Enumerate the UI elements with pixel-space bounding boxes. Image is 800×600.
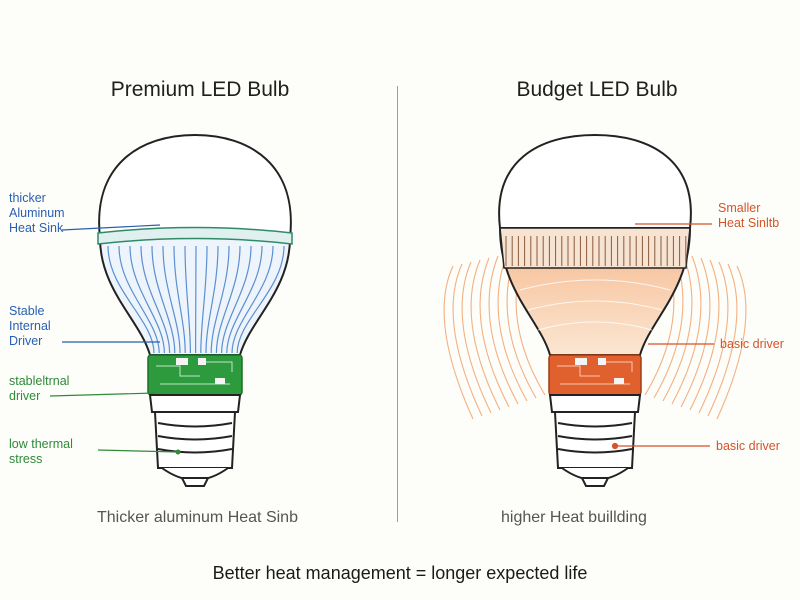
label-budget-driver: basic driver	[720, 337, 784, 351]
budget-bulb-collar	[548, 394, 642, 413]
budget-caption: higher Heat buillding	[501, 509, 647, 526]
budget-driver-board	[548, 354, 642, 396]
budget-screw-base	[553, 411, 637, 487]
premium-heat-sink-fins	[107, 245, 285, 354]
conclusion-text: Better heat management = longer expected…	[212, 563, 588, 583]
premium-caption: Thicker aluminum Heat Sinb	[97, 509, 298, 526]
label-budget-driver-secondary: basic driver	[716, 439, 780, 453]
budget-bulb	[443, 133, 747, 487]
budget-bulb-globe	[498, 133, 692, 229]
label-premium-heat-sink: thicker Aluminum Heat Sink	[9, 191, 65, 235]
premium-bulb	[49, 133, 293, 487]
budget-bulb-title: Budget LED Bulb	[516, 78, 678, 101]
label-premium-thermal-stress: low thermal stress	[9, 437, 73, 466]
premium-bulb-collar	[148, 394, 242, 413]
panel-divider	[397, 86, 398, 522]
label-premium-driver: Stable Internal Driver	[9, 304, 51, 348]
heat-radiation-lines	[443, 249, 747, 420]
budget-heat-sink-fins	[505, 236, 687, 266]
label-budget-heat-sink: Smaller Heat Sinltb	[718, 201, 780, 230]
premium-bulb-title: Premium LED Bulb	[110, 78, 290, 101]
premium-driver-board	[147, 354, 243, 396]
premium-bulb-globe	[98, 133, 292, 239]
label-premium-driver-secondary: stableltrnal driver	[9, 374, 70, 403]
premium-screw-base	[153, 411, 237, 487]
